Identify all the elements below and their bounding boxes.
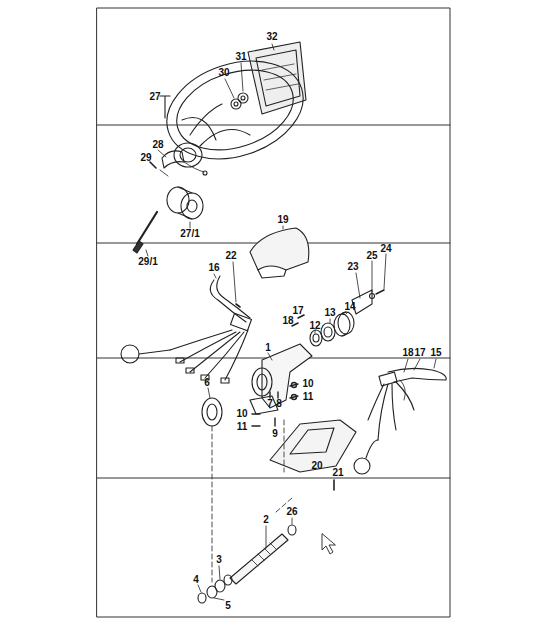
screws xyxy=(252,383,298,427)
callout-number: 6 xyxy=(204,378,210,388)
callout-number: 18 xyxy=(282,316,293,326)
callout-number: 1 xyxy=(265,343,271,353)
callout-number: 20 xyxy=(311,461,322,471)
callout-number: 4 xyxy=(193,575,199,585)
spacer xyxy=(133,187,203,256)
callout-number: 19 xyxy=(277,215,288,225)
lower-cover xyxy=(270,420,356,490)
cursor-icon xyxy=(322,534,335,554)
ring xyxy=(202,388,222,426)
pad xyxy=(248,42,306,114)
callout-number: 2 xyxy=(263,515,269,525)
callout-number: 12 xyxy=(309,321,320,331)
callout-number: 23 xyxy=(347,262,358,272)
switch-left xyxy=(121,262,252,383)
callout-number: 22 xyxy=(225,251,236,261)
steering-wheel xyxy=(154,45,316,176)
callout-number: 14 xyxy=(344,302,355,312)
axis-line-2 xyxy=(276,420,292,512)
band-frame xyxy=(97,8,450,617)
callout-number: 30 xyxy=(218,68,229,78)
callout-number: 29/1 xyxy=(138,257,157,267)
callout-number: 21 xyxy=(332,468,343,478)
upper-cover xyxy=(250,226,309,278)
callout-number: 11 xyxy=(237,422,248,432)
switch-right xyxy=(354,359,446,474)
callout-number: 7 xyxy=(267,399,273,409)
callout-number: 16 xyxy=(208,263,219,273)
axis-line xyxy=(212,426,213,582)
callout-number: 25 xyxy=(366,251,377,261)
callout-number: 11 xyxy=(303,392,314,402)
callout-number: 29 xyxy=(140,153,151,163)
callout-number: 31 xyxy=(235,52,246,62)
callout-number: 9 xyxy=(272,429,278,439)
callout-number: 28 xyxy=(152,140,163,150)
callout-number: 10 xyxy=(302,379,313,389)
callout-number: 17 xyxy=(414,348,425,358)
callout-number: 24 xyxy=(380,244,391,254)
shaft xyxy=(198,518,296,603)
bearing-set xyxy=(292,254,386,346)
callout-number: 27 xyxy=(149,92,160,102)
callout-number: 5 xyxy=(225,601,231,611)
callout-number: 17 xyxy=(292,306,303,316)
callout-number: 15 xyxy=(430,348,441,358)
contact-ring xyxy=(150,150,207,176)
callout-number: 26 xyxy=(286,507,297,517)
callout-number: 27/1 xyxy=(180,229,199,239)
callout-number: 18 xyxy=(402,348,413,358)
callout-number: 3 xyxy=(216,555,222,565)
callout-number: 13 xyxy=(324,308,335,318)
callout-number: 10 xyxy=(236,409,247,419)
callout-number: 8 xyxy=(276,399,282,409)
callout-number: 32 xyxy=(266,32,277,42)
